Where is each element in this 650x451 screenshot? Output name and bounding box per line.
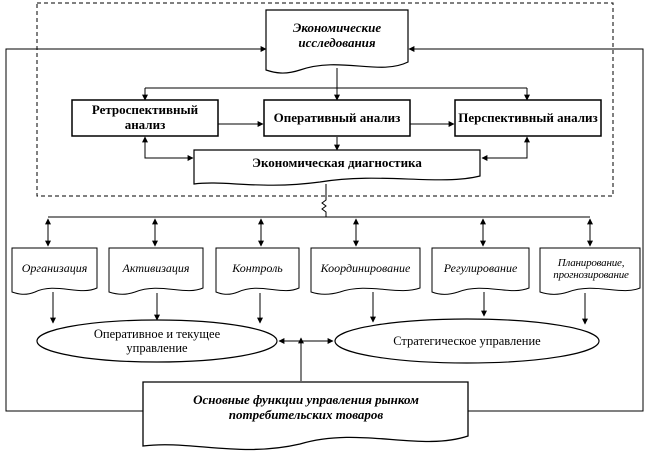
operational-box bbox=[263, 99, 411, 137]
function-label-planning: Планирование, прогнозирование bbox=[553, 256, 629, 281]
right-feedback-line bbox=[408, 46, 644, 412]
strategic-management-label: Стратегическое управление bbox=[393, 334, 541, 348]
left-feedback-line bbox=[5, 46, 267, 412]
diagnostics-label: Экономическая диагностика bbox=[252, 154, 422, 170]
function-shape-control bbox=[215, 247, 300, 295]
function-label-organization: Организация bbox=[21, 261, 88, 276]
retrospective-box bbox=[71, 99, 219, 137]
operational-management-ellipse bbox=[36, 319, 278, 363]
link-retro-diagnostics bbox=[142, 136, 194, 161]
retrospective-analysis-label: Ретроспективный анализ bbox=[91, 102, 199, 132]
function-shape-regulation bbox=[431, 247, 530, 295]
diagnostics-connector bbox=[321, 184, 327, 217]
main-functions-shape bbox=[142, 381, 469, 451]
operational-management-label: Оперативное и текущее управление bbox=[93, 327, 221, 355]
function-shape-organization bbox=[11, 247, 98, 295]
function-label-activation: Активизация bbox=[122, 261, 190, 276]
link-persp-diagnostics bbox=[481, 136, 530, 161]
function-label-regulation: Регулирование bbox=[443, 261, 518, 276]
function-shape-coordination bbox=[310, 247, 421, 295]
operational-analysis-label: Оперативный анализ bbox=[273, 109, 401, 125]
research-block-frame bbox=[36, 2, 614, 197]
strategic-management-ellipse bbox=[334, 318, 600, 364]
main-functions-label: Основные функции управления рынком потре… bbox=[193, 392, 419, 422]
function-shape-activation bbox=[108, 247, 204, 295]
function-shape-planning bbox=[539, 247, 641, 295]
function-label-coordination: Координирование bbox=[320, 261, 411, 276]
function-label-control: Контроль bbox=[232, 261, 283, 276]
economic-research-label: Экономические исследования bbox=[292, 20, 382, 50]
diagnostics-shape bbox=[193, 149, 481, 186]
economic-research-shape bbox=[265, 9, 409, 74]
prospective-box bbox=[454, 99, 602, 137]
prospective-analysis-label: Перспективный анализ bbox=[458, 109, 598, 125]
